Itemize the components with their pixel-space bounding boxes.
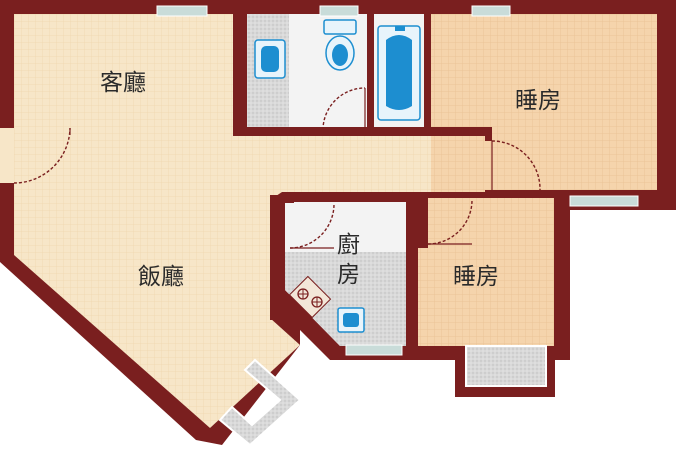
window-right — [569, 195, 639, 207]
bedroom1-door-arc — [491, 140, 541, 191]
washbasin-icon — [254, 39, 286, 79]
entry-door-arc — [13, 127, 71, 184]
window-left-door — [0, 128, 14, 183]
kitchen-tile — [285, 252, 406, 346]
window-top-1 — [156, 5, 208, 17]
wall-kitchen-right — [406, 195, 418, 355]
bathroom-door-arc — [322, 87, 366, 131]
second-bedroom-floor — [418, 198, 554, 346]
living-dining-floor — [14, 14, 485, 428]
kitchen-label-line1: 廚 — [337, 232, 360, 258]
wall-bath-left — [233, 14, 247, 136]
living-room-label: 客廳 — [100, 70, 146, 96]
kitchen-door-arc — [289, 203, 335, 249]
window-kitchen — [345, 344, 403, 356]
toilet-icon — [323, 19, 357, 71]
second-bedroom-label: 睡房 — [453, 264, 499, 290]
bedroom2-door-arc — [427, 199, 473, 245]
wall-bath-bottom — [233, 127, 323, 136]
master-bedroom-floor — [431, 14, 657, 192]
bay-window-bedroom — [465, 345, 547, 387]
window-top-3 — [471, 5, 511, 17]
kitchen-label-line2: 房 — [337, 262, 360, 288]
master-bedroom-label: 睡房 — [515, 88, 561, 114]
window-top-2 — [319, 5, 359, 17]
wall-kitchen-left — [270, 195, 285, 320]
wall-bed2-top — [418, 192, 428, 248]
stove-icon — [288, 275, 332, 319]
wall-bath-bottom-2 — [367, 127, 387, 136]
wall-bed-door-post — [485, 127, 492, 141]
sink-icon — [337, 307, 365, 333]
wall-bed-bottom — [424, 127, 490, 136]
bathtub-icon — [377, 25, 421, 121]
bay-window-dining — [218, 358, 302, 447]
wall-kitchen-top — [270, 195, 294, 203]
wall-bath-mid — [367, 14, 374, 136]
dining-room-label: 飯廳 — [138, 264, 184, 290]
wall-bed-left — [424, 14, 431, 136]
wall-bed-lower — [485, 190, 657, 198]
